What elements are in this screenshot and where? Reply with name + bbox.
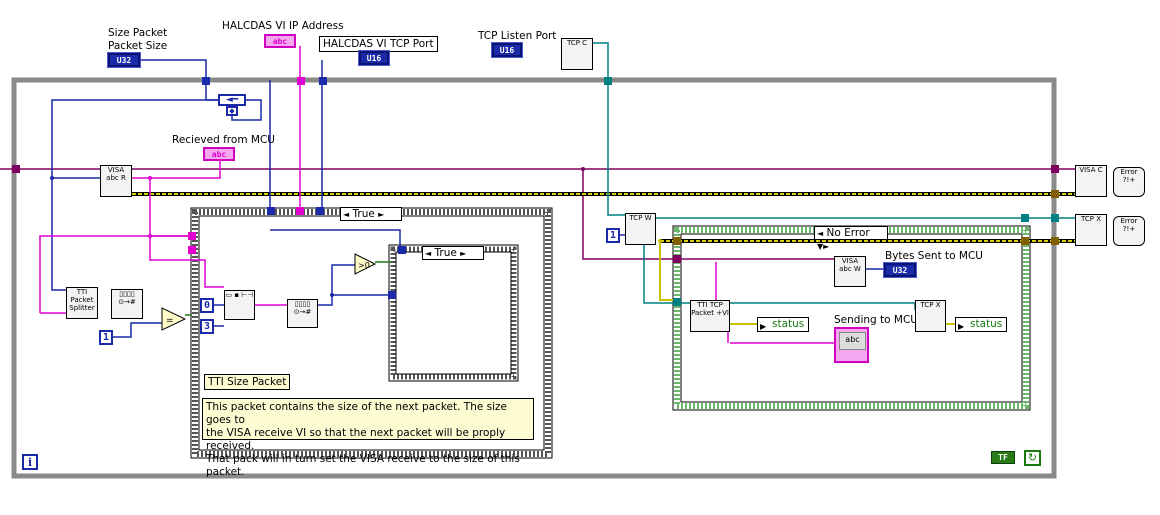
true-constant[interactable]: TF [991,451,1015,464]
error-case-selector[interactable]: ◄ No Error ▼► [814,226,888,251]
svg-text:>0: >0 [358,261,370,270]
shift-register-node[interactable]: ◄━ [218,94,246,106]
constant-one-a[interactable]: 1 [99,330,113,345]
error-selector-right-arrow[interactable]: ▼► [817,242,830,251]
status-indicator-1: ▶ status [757,317,809,332]
packet-splitter-label: TTI Packet Splitter [69,288,95,312]
received-from-mcu-label: Recieved from MCU [172,134,275,146]
status-2-label: status [970,318,1003,330]
status-1-label: status [772,318,805,330]
tcp-listen-port-label: TCP Listen Port [478,30,557,42]
status-indicator-2: ▶ status [955,317,1007,332]
tcp-port-label: HALCDAS VI TCP Port [319,36,438,52]
tcp-listen-port-control[interactable]: U16 [491,42,523,58]
greater-than-zero-node[interactable]: >0 [354,253,377,275]
selector-right-arrow[interactable]: ► [378,210,385,219]
sending-to-mcu-indicator: abc [834,327,869,363]
array-to-number-node[interactable]: ▯▯▯▯ ⊙→# [111,289,143,319]
packet-size-label: Packet Size [108,40,168,52]
outer-case-selector-value: True [352,208,375,220]
visa-write-node[interactable]: VISA abc W [834,256,866,287]
bytes-sent-indicator: U32 [883,262,917,278]
visa-read-label: VISA abc R [106,166,126,182]
sending-to-mcu-type: abc [839,332,866,350]
increment-node[interactable]: ◆ [226,106,238,116]
while-loop[interactable] [11,77,1057,479]
visa-resource-wire [0,168,1075,260]
error-case-selector-value: No Error [826,227,870,239]
constant-one-b[interactable]: 1 [606,228,620,243]
status-1-arrow-icon: ▶ [760,322,767,331]
sending-to-mcu-label: Sending to MCU [834,314,918,326]
size-packet-label: Size Packet [108,27,168,39]
equal-comparison-node[interactable]: = [161,307,187,331]
string-to-number-node[interactable]: ▯▯▯▯ ⊙→# [287,299,318,328]
outer-case-selector[interactable]: ◄ True ► [340,207,402,221]
numeric-wire [51,59,884,338]
string-subset-node[interactable]: ▭ ▪ ⊢⊣ [224,290,255,320]
inner-selector-right-arrow[interactable]: ► [460,249,467,258]
ip-address-label: HALCDAS VI IP Address [222,20,344,32]
tti-tcp-packet-label: TTI TCP Packet +VI [691,301,729,317]
inner-selector-left-arrow[interactable]: ◄ [425,249,432,258]
tcp-write-label: TCP W [629,214,652,222]
boolean-wire [185,261,391,316]
comment-line-1: This packet contains the size of the nex… [206,401,508,426]
svg-text:=: = [166,316,174,326]
constant-three[interactable]: 3 [200,319,214,334]
iteration-terminal-icon: i [22,454,38,470]
error-cluster-wire [132,192,1075,325]
wire-junctions [50,176,334,297]
tcp-close-connection-node[interactable]: TCP X [1075,214,1107,246]
error-handler-node-1[interactable]: Error ?!+ [1113,167,1145,197]
tcp-listen-label: TCP C [566,39,588,47]
loop-condition-icon[interactable]: ↻ [1024,450,1041,466]
inner-case-structure[interactable] [388,244,519,382]
tcp-close-connection-label: TCP X [1081,215,1101,223]
constant-zero[interactable]: 0 [200,298,214,313]
inner-case-selector[interactable]: ◄ True ► [422,246,484,260]
comment-line-3: That pack will in turn set the VISA rece… [206,453,520,478]
comment-title: TTI Size Packet [204,374,291,390]
tunnels [12,77,1059,306]
packet-size-control[interactable]: U32 [107,52,141,68]
tcp-close-node[interactable]: TCP X [915,300,946,332]
visa-write-label: VISA abc W [839,257,861,273]
tti-tcp-packet-node[interactable]: TTI TCP Packet +VI [690,300,730,332]
tcp-write-node[interactable]: TCP W [625,213,656,245]
error-handler-node-2[interactable]: Error ?!+ [1113,216,1145,246]
tcp-listen-node[interactable]: TCP C [561,38,593,70]
visa-read-node[interactable]: VISA abc R [100,165,132,197]
tcp-port-control[interactable]: U16 [358,50,390,66]
visa-close-label: VISA C [1079,166,1103,174]
error-handler-label-1: Error ?!+ [1120,168,1138,184]
inner-case-selector-value: True [434,247,457,259]
status-2-arrow-icon: ▶ [958,322,965,331]
visa-close-node[interactable]: VISA C [1075,165,1107,197]
error-selector-left-arrow[interactable]: ◄ [817,229,824,238]
tcp-close-label: TCP X [920,301,941,309]
selector-left-arrow[interactable]: ◄ [343,210,350,219]
error-handler-label-2: Error ?!+ [1120,217,1138,233]
received-from-mcu-indicator: abc [203,147,235,161]
packet-splitter-node[interactable]: TTI Packet Splitter [66,287,98,319]
comment-body: This packet contains the size of the nex… [202,398,534,478]
bytes-sent-label: Bytes Sent to MCU [885,250,983,262]
ip-address-control[interactable]: abc [264,34,296,48]
comment-line-2: the VISA receive VI so that the next pac… [206,427,506,452]
